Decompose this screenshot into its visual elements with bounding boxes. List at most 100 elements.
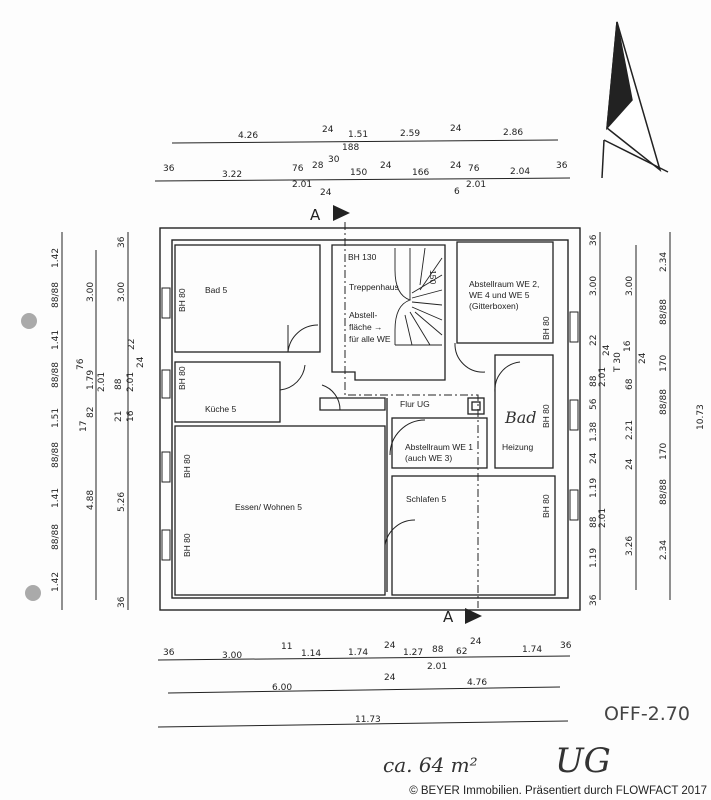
room-label-treppenhaus: Treppenhaus [349,282,399,292]
window-height-label: BH 80 [177,288,187,312]
dimension-label: 88/88 [51,362,61,388]
dimension-label: 16 [126,410,136,422]
bh-label: BH 130 [348,252,377,262]
dimension-label: 36 [117,236,127,248]
dimension-label: 10.73 [696,404,706,430]
dimension-label: 24 [638,352,648,364]
dimension-label: 150 [350,168,367,178]
room-label-heizung: Heizung [502,442,533,452]
dimension-label: 36 [589,594,599,606]
dimension-label: 3.00 [222,651,242,661]
dimension-label: 76 [292,164,304,174]
room-essen-wohnen [174,425,386,596]
dimension-label: 1.42 [51,572,61,592]
dimension-label: 2.01 [292,180,312,190]
room-bad [174,244,321,353]
chimney [467,397,485,415]
dimension-label: 2.01 [598,367,608,387]
dimension-label: 3.00 [625,276,635,296]
dimension-label: 2.01 [97,372,107,392]
dimension-label: 2.01 [126,372,136,392]
dimension-label: 24 [602,344,612,356]
dimension-label: 36 [117,596,127,608]
dimension-label: 6 [454,187,460,197]
abstellflaeche-line: für alle WE [349,334,391,344]
section-line [344,222,479,608]
handwritten-bad-note: Bad [504,408,537,427]
dimension-label: 24 [450,124,462,134]
dimension-label: 1.27 [403,648,423,658]
dimension-label: 5.26 [117,492,127,512]
dimension-label: 24 [589,452,599,464]
dimension-label: 2.01 [427,662,447,672]
room-abstellraum-we2 [456,241,554,344]
dimension-label: 1.51 [348,130,368,140]
dimension-label: 1.19 [589,548,599,568]
dimension-label: 88/88 [51,282,61,308]
room-heizung [494,354,554,469]
dimension-label: 24 [322,125,334,135]
room-labels: Bad 5 BH 130 Treppenhaus Abstell- fläche… [177,252,551,557]
north-arrow-icon [601,21,669,179]
dimension-label: 1.79 [86,370,96,390]
dimension-label: 1.74 [522,645,542,655]
dimension-label: 1.14 [301,649,321,659]
section-marker-label: A [443,608,454,626]
interior-walls [174,241,556,596]
abstellraum-we2-line: WE 4 und WE 5 [469,290,530,300]
dimension-label: 2.86 [503,128,523,138]
dimension-label: 22 [127,339,137,350]
dimension-label: 24 [450,161,462,171]
door-swings [279,324,521,546]
dimension-label: 188 [342,143,359,153]
room-label-bad: Bad 5 [205,285,227,295]
room-label-schlafen: Schlafen 5 [406,494,446,504]
dimension-label: 2.59 [400,129,420,139]
handwritten-area: ca. 64 m² [383,753,478,777]
room-kueche [174,361,281,423]
exterior-walls [159,227,581,611]
dimension-label: 76 [468,164,480,174]
level-code: OFF-2.70 [604,703,690,725]
dimension-label: 36 [163,648,175,658]
window-height-label: BH 80 [182,454,192,478]
dimension-label: 24 [380,161,392,171]
abstellraum-we1-line: (auch WE 3) [405,453,452,463]
dimension-label: 6.00 [272,683,292,693]
dimension-label: 1.41 [51,330,61,350]
dimension-label: 28 [312,161,324,171]
dimension-label: 36 [556,161,568,171]
dimension-label: 30 [328,155,340,165]
dimension-label: 22 [589,335,599,346]
dimension-label: 88/88 [51,524,61,550]
dimension-label: 24 [384,673,396,683]
dimension-label: 11 [281,642,292,652]
dimension-label: 21 [114,411,124,422]
dimension-label: 1.38 [589,422,599,442]
dimension-label: 88 [114,378,124,390]
dimension-label: 82 [86,407,96,418]
dimension-label: 68 [625,378,635,390]
window-height-label: BH 80 [541,404,551,428]
dimension-label: 1.41 [51,488,61,508]
hole-punch-mark [25,585,41,601]
abstellraum-we1-line: Abstellraum WE 1 [405,442,473,452]
dimension-label: 2.34 [659,540,669,560]
dimension-label: 24 [320,188,332,198]
dimension-label: 1.42 [51,248,61,268]
dimension-label: 88 [589,516,599,528]
dimension-label: 24 [470,637,482,647]
room-label-flur: Flur UG [400,399,430,409]
dimension-label: 2.01 [466,180,486,190]
dimension-label: 4.76 [467,678,487,688]
stair-step-number: 150 [428,270,438,284]
dimension-label: 4.26 [238,131,258,141]
dimension-label: T 30 [613,352,623,373]
dimension-label: 3.00 [86,282,96,302]
dimension-label: 2.34 [659,252,669,272]
dimension-label: 16 [623,340,633,352]
window-height-label: BH 80 [182,533,192,557]
section-marker-bottom: A [443,608,482,626]
